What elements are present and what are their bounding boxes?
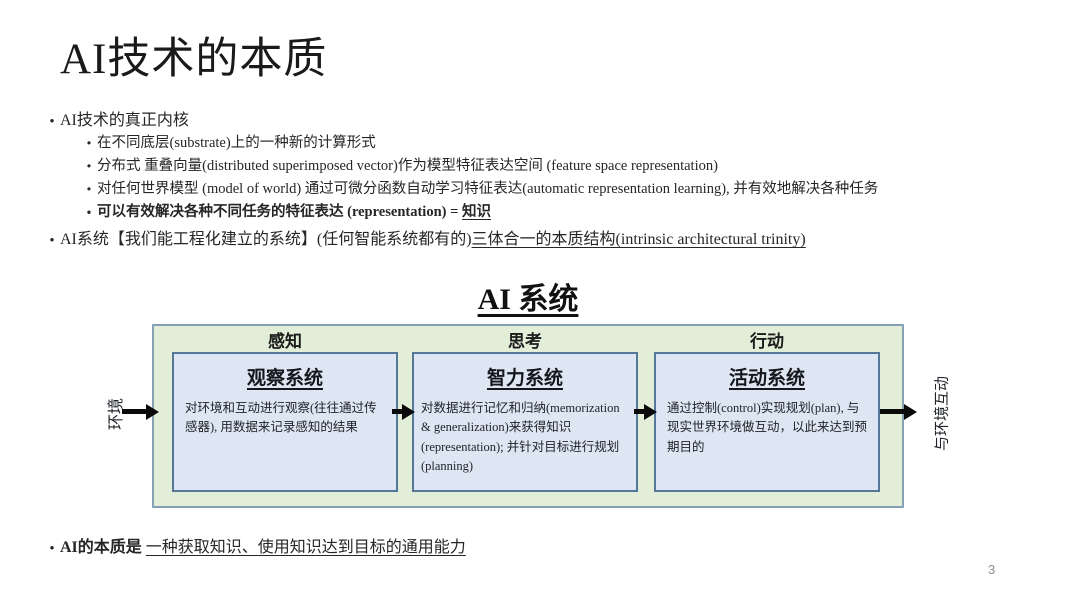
bullet-text-underlined: 一种获取知识、使用知识达到目标的通用能力 [145,539,466,556]
column-header-action: 行动 [750,332,784,351]
subbullet-vector: • 分布式 重叠向量(distributed superimposed vect… [44,155,1044,178]
bullet-text-underlined: 三体合一的本质结构(intrinsic architectural trinit… [471,231,806,248]
box-title: 智力系统 [486,368,563,389]
box-title: 活动系统 [728,368,805,389]
observation-system-box: 观察系统 对环境和互动进行观察(往往通过传感器), 用数据来记录感知的结果 [172,352,398,492]
environment-label: 环境 [108,398,125,431]
box-body: 对环境和互动进行观察(往往通过传感器), 用数据来记录感知的结果 [185,401,377,435]
box-body: 通过控制(control)实现规划(plan), 与现实世界环境做互动，以此来达… [667,401,868,454]
bullet-text: 分布式 重叠向量(distributed superimposed vector… [97,158,718,174]
page-title: AI技术的本质 [60,36,328,83]
bullet-text: AI系统【我们能工程化建立的系统】(任何智能系统都有的)三体合一的本质结构(in… [60,228,806,251]
bullet-text: 对任何世界模型 (model of world) 通过可微分函数自动学习特征表达… [97,181,879,197]
bullet-marker: • [49,232,55,247]
box-title: 观察系统 [246,368,323,389]
bullet-marker: • [86,205,92,219]
bullet-ai-core: • AI技术的真正内核 [44,109,1044,132]
bullet-text: 在不同底层(substrate)上的一种新的计算形式 [97,135,376,151]
bullet-text: 可以有效解决各种不同任务的特征表达 (representation) = 知识 [97,201,491,224]
bullet-list: • AI技术的真正内核 • 在不同底层(substrate)上的一种新的计算形式… [44,109,1044,251]
diagram-heading: AI 系统 [477,283,579,316]
page-number: 3 [988,562,996,577]
bullet-marker: • [49,113,55,128]
arrow-right-icon [880,403,917,420]
column-header-thinking: 思考 [508,332,542,351]
arrow-right-icon [634,403,657,420]
arrow-right-icon [392,403,415,420]
bullet-text: AI技术的真正内核 [60,112,189,129]
subbullet-representation: • 可以有效解决各种不同任务的特征表达 (representation) = 知… [44,201,1044,224]
bullet-ai-essence: • AI的本质是 一种获取知识、使用知识达到目标的通用能力 [44,536,466,559]
box-body: 对数据进行记忆和归纳(memorization & generalization… [421,401,620,474]
bullet-ai-system: • AI系统【我们能工程化建立的系统】(任何智能系统都有的)三体合一的本质结构(… [44,228,1044,251]
bullet-text-bold: AI的本质是 [60,539,146,556]
subbullet-substrate: • 在不同底层(substrate)上的一种新的计算形式 [44,132,1044,155]
intelligence-system-box: 智力系统 对数据进行记忆和归纳(memorization & generaliz… [412,352,638,492]
subbullet-world-model: • 对任何世界模型 (model of world) 通过可微分函数自动学习特征… [44,178,1044,201]
activity-system-box: 活动系统 通过控制(control)实现规划(plan), 与现实世界环境做互动… [654,352,880,492]
bullet-text-main: 可以有效解决各种不同任务的特征表达 (representation) = [97,204,462,220]
bullet-marker: • [86,136,92,150]
bullet-text: AI的本质是 一种获取知识、使用知识达到目标的通用能力 [60,536,466,559]
bullet-text-underlined: 知识 [461,204,491,220]
column-header-perception: 感知 [268,332,302,351]
bullet-marker: • [86,182,92,196]
bullet-marker: • [86,159,92,173]
interact-environment-label: 与环境互动 [934,376,951,452]
bullet-marker: • [49,540,55,555]
arrow-right-icon [122,403,159,420]
bullet-text-main: AI系统【我们能工程化建立的系统】(任何智能系统都有的) [60,231,472,248]
